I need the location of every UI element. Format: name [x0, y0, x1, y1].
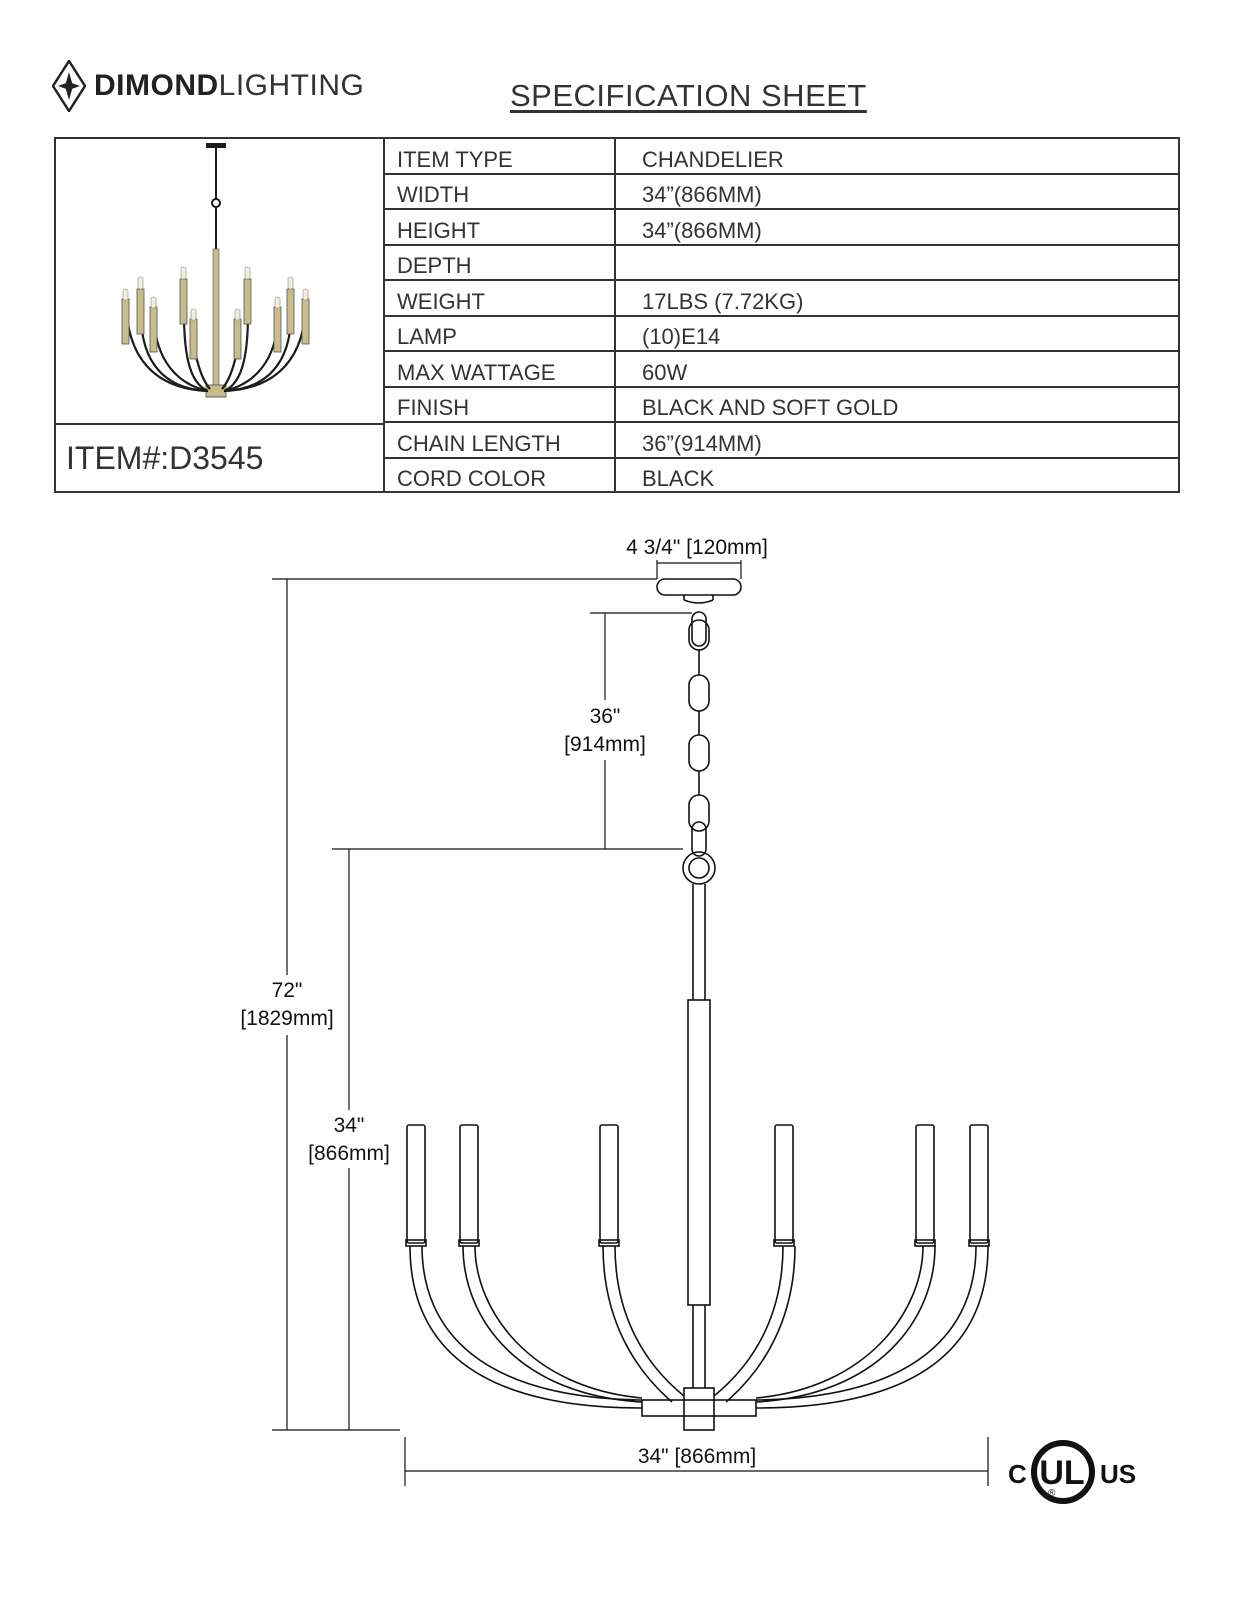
brand-name: DIMONDLIGHTING	[94, 69, 365, 102]
dimension-drawing: 4 3/4" [120mm] 36" [914mm] 72" [1829mm] …	[240, 536, 990, 1486]
spec-key: HEIGHT	[385, 209, 616, 246]
spec-key: WIDTH	[385, 173, 616, 210]
width-dimension: 34" [866mm]	[638, 1445, 756, 1468]
item-number: ITEM#:D3545	[66, 439, 264, 476]
ul-registered-mark: ®	[1048, 1488, 1056, 1499]
diamond-logo-icon	[52, 60, 86, 112]
product-photo	[56, 139, 385, 423]
chandelier-thumbnail	[121, 143, 310, 398]
spec-value	[615, 244, 1178, 281]
ul-us-label: US	[1100, 1459, 1136, 1489]
spec-value: 17LBS (7.72KG)	[615, 280, 1178, 317]
canopy-dimension: 4 3/4" [120mm]	[626, 536, 768, 559]
spec-value: CHANDELIER	[615, 139, 1178, 175]
page-title: SPECIFICATION SHEET	[510, 78, 867, 113]
chain-dimension-in: 36"	[590, 705, 621, 728]
spec-row: LAMP(10)E14	[385, 315, 1178, 352]
spec-key: CORD COLOR	[385, 457, 616, 492]
overall-height-in: 72"	[272, 979, 303, 1002]
item-number-cell: ITEM#:D3545	[56, 423, 385, 491]
spec-value: 60W	[615, 351, 1178, 388]
body-height-in: 34"	[334, 1114, 365, 1137]
spec-value: BLACK AND SOFT GOLD	[615, 386, 1178, 423]
spec-value: 34”(866MM)	[615, 209, 1178, 246]
ul-c-label: C	[1008, 1459, 1027, 1489]
body-height-mm: [866mm]	[308, 1142, 390, 1165]
spec-key: LAMP	[385, 315, 616, 352]
spec-value: 34”(866MM)	[615, 173, 1178, 210]
spec-row: CORD COLOR BLACK	[385, 457, 1178, 492]
ul-certification-mark: C UL ® US	[1008, 1440, 1136, 1504]
chain-dimension-mm: [914mm]	[564, 733, 646, 756]
spec-value: (10)E14	[615, 315, 1178, 352]
ul-mark-label: UL	[1039, 1454, 1084, 1492]
spec-key: WEIGHT	[385, 280, 616, 317]
spec-value: 36”(914MM)	[615, 422, 1178, 459]
spec-key: ITEM TYPE	[385, 139, 616, 175]
spec-value: BLACK	[642, 466, 715, 491]
overall-height-mm: [1829mm]	[240, 1007, 333, 1030]
canopy	[656, 578, 742, 596]
spec-row: DEPTH	[385, 244, 1178, 281]
spec-key: CHAIN LENGTH	[385, 422, 616, 459]
spec-key: FINISH	[385, 386, 616, 423]
spec-key: DEPTH	[385, 244, 616, 281]
brand-logo: DIMONDLIGHTING	[52, 60, 364, 112]
spec-key: MAX WATTAGE	[385, 351, 616, 388]
